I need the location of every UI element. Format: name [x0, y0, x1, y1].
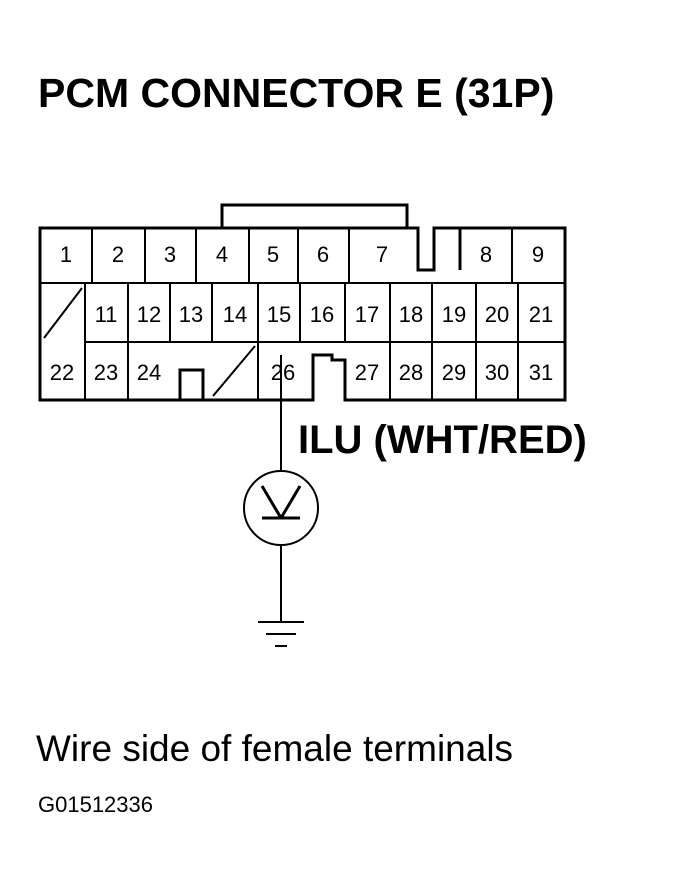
pin-23: 23 — [94, 360, 118, 385]
pin-2: 2 — [112, 242, 124, 267]
pin-14: 14 — [223, 302, 247, 327]
wire-label: ILU (WHT/RED) — [298, 418, 587, 462]
pin-31: 31 — [529, 360, 553, 385]
diagram-caption: Wire side of female terminals — [36, 728, 514, 769]
pin-24: 24 — [137, 360, 161, 385]
pin-5: 5 — [267, 242, 279, 267]
pin-29: 29 — [442, 360, 466, 385]
pin-8: 8 — [480, 242, 492, 267]
pin-21: 21 — [529, 302, 553, 327]
figure-code: G01512336 — [38, 792, 153, 817]
pin-18: 18 — [399, 302, 423, 327]
pin-22: 22 — [50, 360, 74, 385]
connector-outline — [38, 226, 567, 402]
pin-28: 28 — [399, 360, 423, 385]
pin-26: 26 — [271, 360, 295, 385]
pin-16: 16 — [310, 302, 334, 327]
pin-20: 20 — [485, 302, 509, 327]
pin-13: 13 — [179, 302, 203, 327]
connector-key — [220, 203, 409, 228]
pin-7: 7 — [376, 242, 388, 267]
diagram-title: PCM CONNECTOR E (31P) — [38, 70, 555, 116]
pin-27: 27 — [355, 360, 379, 385]
pin-6: 6 — [317, 242, 329, 267]
pin-11: 11 — [95, 302, 118, 327]
pin-19: 19 — [442, 302, 466, 327]
voltmeter-icon — [243, 470, 319, 546]
pin-1: 1 — [60, 242, 72, 267]
pin-30: 30 — [485, 360, 509, 385]
pin-15: 15 — [267, 302, 291, 327]
pin-12: 12 — [137, 302, 161, 327]
ground-icon — [258, 621, 304, 647]
pin-4: 4 — [216, 242, 228, 267]
pin-17: 17 — [355, 302, 379, 327]
pin-3: 3 — [164, 242, 176, 267]
pin-9: 9 — [532, 242, 544, 267]
